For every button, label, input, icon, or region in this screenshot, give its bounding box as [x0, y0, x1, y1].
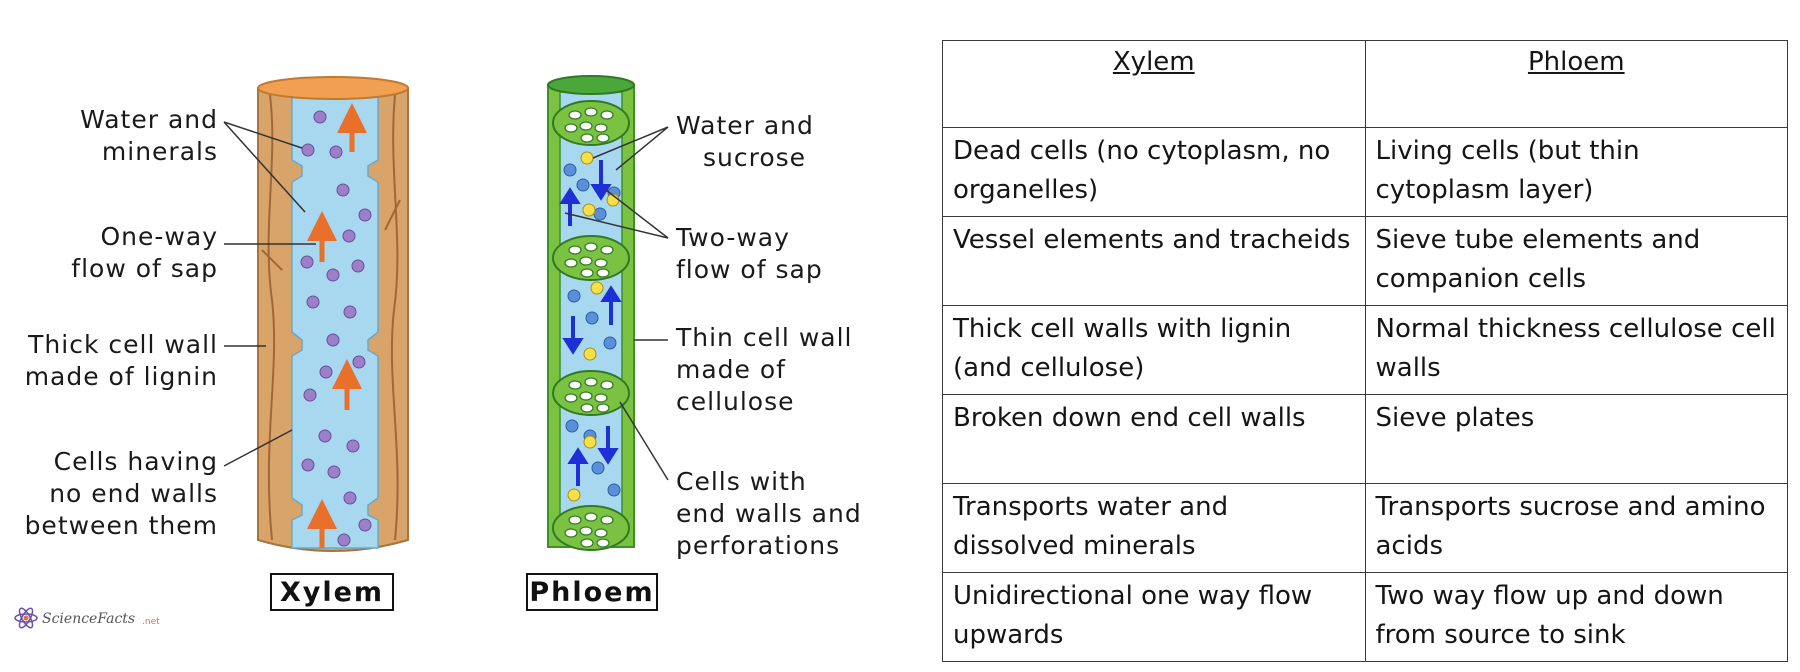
phloem-cell: Sieve tube elements and companion cells	[1364, 216, 1788, 306]
label-end-walls-3: perforations	[676, 531, 840, 560]
xylem-caption: Xylem	[270, 573, 394, 611]
logo-suffix: .net	[142, 617, 160, 627]
xylem-cell: Vessel elements and tracheids	[942, 216, 1366, 306]
table-row: Unidirectional one way flow upwards Two …	[942, 572, 1788, 662]
phloem-sieve-plates	[552, 100, 630, 551]
logo-text: ScienceFacts	[42, 611, 135, 627]
phloem-two-way-arrows	[559, 160, 622, 486]
phloem-cell: Two way flow up and down from source to …	[1364, 572, 1788, 662]
label-water-sucrose-2: sucrose	[703, 143, 806, 172]
label-one-way-2: flow of sap	[71, 254, 218, 283]
comparison-table: Xylem Phloem Dead cells (no cytoplasm, n…	[942, 40, 1788, 662]
label-end-walls-2: end walls and	[676, 499, 862, 528]
table-row: Vessel elements and tracheids Sieve tube…	[942, 216, 1788, 306]
header-xylem: Xylem	[942, 40, 1366, 128]
label-no-end-walls-2: no end walls	[49, 479, 218, 508]
sciencefacts-logo: ScienceFacts .net	[14, 607, 160, 629]
label-water-sucrose-1: Water and	[676, 111, 814, 140]
table-row: Dead cells (no cytoplasm, no organelles)…	[942, 127, 1788, 217]
phloem-labels: Water and sucrose Two-way flow of sap Th…	[675, 111, 862, 560]
label-thin-wall-1: Thin cell wall	[675, 323, 852, 352]
xylem-labels: Water and minerals One-way flow of sap T…	[25, 105, 219, 540]
label-two-way-1: Two-way	[675, 223, 790, 252]
label-thick-wall-1: Thick cell wall	[27, 330, 218, 359]
label-water-minerals-2: minerals	[102, 137, 218, 166]
phloem-cell: Sieve plates	[1364, 394, 1788, 484]
xylem-cell: Thick cell walls with lignin (and cellul…	[942, 305, 1366, 395]
atom-icon	[14, 607, 38, 629]
label-two-way-2: flow of sap	[676, 255, 823, 284]
label-no-end-walls-1: Cells having	[54, 447, 218, 476]
xylem-upward-arrows	[307, 103, 367, 548]
label-water-minerals-1: Water and	[80, 105, 218, 134]
phloem-caption: Phloem	[526, 573, 658, 611]
table-header-row: Xylem Phloem	[942, 40, 1788, 128]
svg-text:Xylem: Xylem	[280, 577, 384, 608]
phloem-cell: Living cells (but thin cytoplasm layer)	[1364, 127, 1788, 217]
xylem-cell: Transports water and dissolved minerals	[942, 483, 1366, 573]
label-no-end-walls-3: between them	[25, 511, 218, 540]
xylem-cell: Broken down end cell walls	[942, 394, 1366, 484]
phloem-cell: Transports sucrose and amino acids	[1364, 483, 1788, 573]
label-thin-wall-3: cellulose	[676, 387, 795, 416]
label-thick-wall-2: made of lignin	[25, 362, 218, 391]
table-row: Thick cell walls with lignin (and cellul…	[942, 305, 1788, 395]
table-row: Transports water and dissolved minerals …	[942, 483, 1788, 573]
phloem-leader-lines	[564, 126, 669, 481]
label-thin-wall-2: made of	[676, 355, 786, 384]
xylem-leader-lines	[223, 121, 316, 467]
xylem-mineral-dots	[300, 110, 372, 547]
xylem-cell: Unidirectional one way flow upwards	[942, 572, 1366, 662]
xylem-phloem-diagram: Water and minerals One-way flow of sap T…	[14, 75, 862, 629]
xylem-cell: Dead cells (no cytoplasm, no organelles)	[942, 127, 1366, 217]
xylem-tube	[257, 76, 409, 552]
table-row: Broken down end cell walls Sieve plates	[942, 394, 1788, 484]
phloem-cell: Normal thickness cellulose cell walls	[1364, 305, 1788, 395]
label-end-walls-1: Cells with	[676, 467, 807, 496]
svg-text:Phloem: Phloem	[529, 577, 654, 608]
header-phloem: Phloem	[1364, 40, 1788, 128]
label-one-way-1: One-way	[101, 222, 219, 251]
